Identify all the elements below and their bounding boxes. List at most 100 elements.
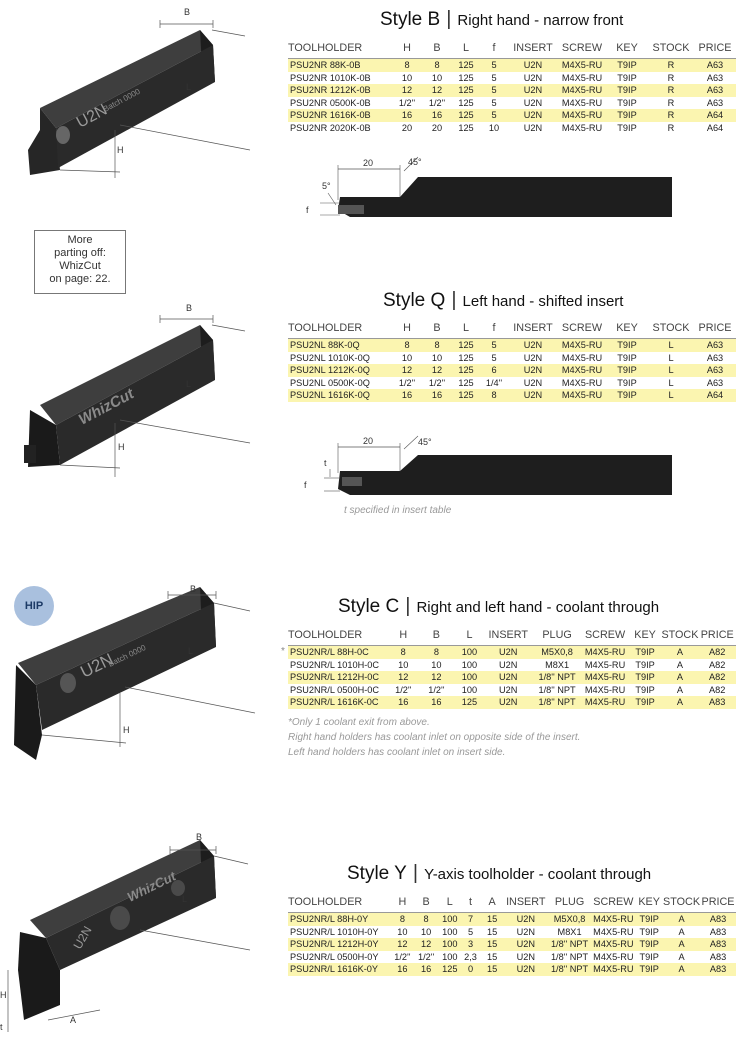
table-cell: U2N	[523, 97, 543, 108]
col-header: INSERT	[503, 895, 548, 913]
table-cell: U2N	[523, 377, 543, 388]
table-cell: M5X0,8	[547, 912, 592, 926]
col-header: H	[392, 321, 422, 339]
profile-drawing-style-b: 20 45° 5° f	[306, 156, 672, 217]
table-cell: A63	[706, 352, 724, 363]
dim-a-label: A	[70, 1015, 76, 1025]
toolholder-code: PSU2NR 1616K-0B	[288, 109, 392, 122]
table-cell: 125	[458, 352, 474, 363]
table-cell: U2N	[523, 352, 543, 363]
table-cell: 12	[391, 938, 414, 951]
table-cell: 1/2''	[428, 377, 446, 388]
dim-t-label: t	[324, 458, 327, 468]
col-header: PRICE	[700, 895, 736, 913]
table-cell: A63	[694, 58, 736, 72]
table-cell: A83	[698, 696, 736, 709]
toolholder-code: PSU2NL 0500K-0Q	[290, 377, 370, 388]
table-cell: M4X5-RU	[581, 671, 629, 684]
table-cell: A64	[694, 389, 736, 402]
table-cell: A82	[709, 659, 726, 670]
style-y-name: Style Y	[347, 863, 407, 884]
callout-line: parting off:	[54, 247, 106, 259]
dim-h-label: H	[123, 725, 130, 735]
table-cell: T9IP	[628, 645, 662, 659]
table-cell: 12	[422, 364, 452, 377]
col-header: STOCK	[661, 628, 699, 646]
table-header-row: TOOLHOLDER H B L t A INSERT PLUG SCREW K…	[288, 895, 736, 913]
table-cell: 100	[438, 938, 461, 951]
table-cell: U2N	[523, 72, 543, 83]
table-cell: U2N	[503, 963, 548, 976]
table-cell: 8	[392, 58, 422, 72]
toolholder-code: PSU2NR/L 1616K-0Y	[288, 963, 392, 976]
dim-20-label: 20	[363, 436, 373, 446]
toolholder-code: PSU2NR/L 88H-0Y	[288, 912, 392, 926]
style-c-subtitle: Right and left hand - coolant through	[416, 599, 660, 616]
col-header: L	[452, 321, 480, 339]
table-cell: U2N	[508, 338, 558, 352]
table-cell: T9IP	[639, 951, 659, 962]
col-header: f	[480, 321, 508, 339]
col-header: SCREW	[558, 41, 606, 59]
callout-line: WhizCut	[59, 260, 101, 272]
table-cell: L	[668, 377, 674, 388]
table-cell: L	[668, 352, 674, 363]
table-cell: A63	[706, 97, 724, 108]
table-cell: A83	[700, 912, 736, 926]
table-cell: M4X5-RU	[591, 938, 636, 951]
table-cell: 1/8'' NPT	[538, 684, 576, 695]
table-cell: A	[676, 659, 683, 670]
table-cell: A82	[698, 671, 736, 684]
col-header: STOCK	[663, 895, 701, 913]
table-cell: M4X5-RU	[584, 659, 626, 670]
table-cell: 16	[422, 109, 452, 122]
table-cell: T9IP	[628, 696, 662, 709]
table-cell: 16	[388, 696, 418, 709]
col-header: KEY	[606, 41, 648, 59]
table-cell: 100	[442, 951, 458, 962]
col-header: KEY	[628, 628, 662, 646]
table-cell: R	[667, 97, 675, 108]
table-cell: U2N	[508, 84, 558, 97]
table-cell: M4X5-RU	[558, 338, 606, 352]
table-cell: A63	[706, 72, 724, 83]
col-header: PRICE	[698, 628, 736, 646]
table-cell: 16	[392, 109, 422, 122]
table-cell: T9IP	[635, 684, 655, 695]
col-header: KEY	[635, 895, 664, 913]
dim-45-label: 45°	[408, 157, 422, 167]
whizcut-callout: More parting off: WhizCut on page: 22.	[34, 230, 126, 294]
dim-b-label: B	[186, 303, 192, 313]
col-header: L	[455, 628, 484, 646]
table-cell: 16	[413, 963, 439, 976]
table-cell: 1/8'' NPT	[550, 951, 589, 962]
table-cell: 3	[460, 938, 481, 951]
title-separator: |	[405, 595, 411, 617]
table-cell: 12	[392, 364, 422, 377]
note-line: Right hand holders has coolant inlet on …	[288, 732, 581, 743]
table-cell: M4X5-RU	[591, 912, 636, 926]
table-cell: 20	[401, 122, 413, 133]
style-c-name: Style C	[338, 596, 400, 617]
table-cell: 100	[455, 671, 484, 684]
toolholder-code: PSU2NR 1010K-0B	[290, 72, 371, 83]
table-cell: M4X5-RU	[558, 364, 606, 377]
table-cell: 10	[488, 122, 500, 133]
dim-b-label: B	[190, 584, 196, 594]
col-header: L	[438, 895, 461, 913]
table-cell: A83	[700, 963, 736, 976]
toolholder-code: PSU2NR 2020K-0B	[290, 122, 371, 133]
table-cell: 125	[458, 122, 474, 133]
table-header-row: TOOLHOLDER H B L f INSERT SCREW KEY STOC…	[288, 321, 736, 339]
table-cell: T9IP	[617, 377, 637, 388]
col-header: INSERT	[508, 41, 558, 59]
table-cell: 1/8'' NPT	[532, 696, 582, 709]
style-c-notes: *Only 1 coolant exit from above. Right h…	[288, 715, 580, 760]
style-b-subtitle: Right hand - narrow front	[457, 12, 624, 29]
table-cell: 15	[480, 963, 504, 976]
